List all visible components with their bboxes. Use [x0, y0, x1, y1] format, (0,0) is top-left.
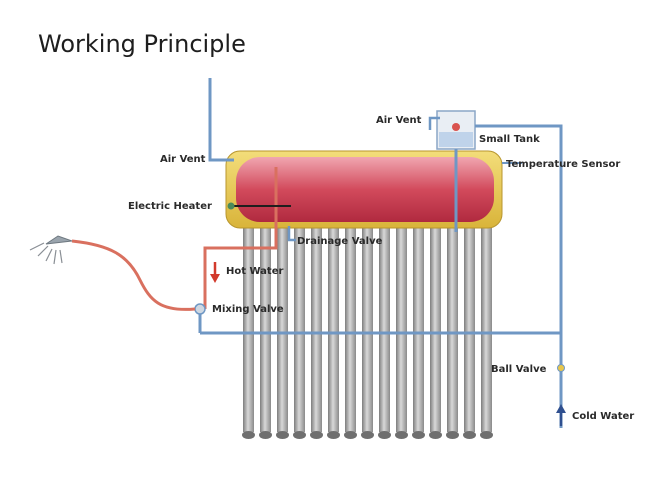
vacuum-tube	[362, 224, 373, 432]
vacuum-tube	[311, 224, 322, 432]
vacuum-tube	[345, 224, 356, 432]
vacuum-tube	[294, 224, 305, 432]
shower-hose	[71, 239, 196, 311]
vacuum-tube-cap	[395, 431, 408, 439]
vacuum-tube-cap	[429, 431, 442, 439]
vacuum-tube	[430, 224, 441, 432]
vacuum-tube-cap	[446, 431, 459, 439]
vacuum-tube	[277, 224, 288, 432]
vacuum-tube-cap	[361, 431, 374, 439]
vacuum-tube-cap	[293, 431, 306, 439]
arrow-down-red-icon	[210, 262, 220, 283]
label-electric-heater: Electric Heater	[128, 201, 212, 212]
shower-head-icon	[29, 235, 73, 265]
label-drainage-valve: Drainage Valve	[297, 236, 383, 247]
vacuum-tube-cap	[276, 431, 289, 439]
vacuum-tubes	[242, 224, 493, 439]
vacuum-tube-cap	[480, 431, 493, 439]
vacuum-tube	[260, 224, 271, 432]
vacuum-tube	[413, 224, 424, 432]
hot-water-pipe	[203, 167, 278, 309]
vacuum-tube-cap	[378, 431, 391, 439]
vacuum-tube-cap	[344, 431, 357, 439]
vacuum-tube	[481, 224, 492, 432]
vacuum-tube-cap	[242, 431, 255, 439]
arrow-up-blue-icon	[556, 404, 566, 426]
label-ball-valve: Ball Valve	[491, 364, 547, 375]
vacuum-tube	[464, 224, 475, 432]
label-temperature-sensor: Temperature Sensor	[506, 159, 620, 170]
vacuum-tube-cap	[327, 431, 340, 439]
vacuum-tube	[379, 224, 390, 432]
label-mixing-valve: Mixing Valve	[212, 304, 284, 315]
vacuum-tube-cap	[463, 431, 476, 439]
vacuum-tube-cap	[259, 431, 272, 439]
drainage-valve-pipe	[287, 226, 296, 242]
label-cold-water: Cold Water	[572, 411, 634, 422]
cold-water-pipes	[198, 124, 563, 428]
air-vent-pipe-left	[208, 78, 234, 162]
vacuum-tube-cap	[412, 431, 425, 439]
vacuum-tube	[243, 224, 254, 432]
mixing-valve	[194, 303, 206, 315]
ball-valve	[557, 364, 565, 372]
vacuum-tube	[447, 224, 458, 432]
page-title: Working Principle	[38, 30, 246, 58]
electric-heater	[227, 202, 291, 210]
vacuum-tube	[396, 224, 407, 432]
label-air-vent-left: Air Vent	[160, 154, 206, 165]
label-air-vent-top: Air Vent	[376, 115, 422, 126]
label-hot-water: Hot Water	[226, 266, 283, 277]
water-tank	[225, 150, 503, 229]
vacuum-tube-cap	[310, 431, 323, 439]
small-tank	[428, 110, 476, 150]
vacuum-tube	[328, 224, 339, 432]
label-small-tank: Small Tank	[479, 134, 540, 145]
